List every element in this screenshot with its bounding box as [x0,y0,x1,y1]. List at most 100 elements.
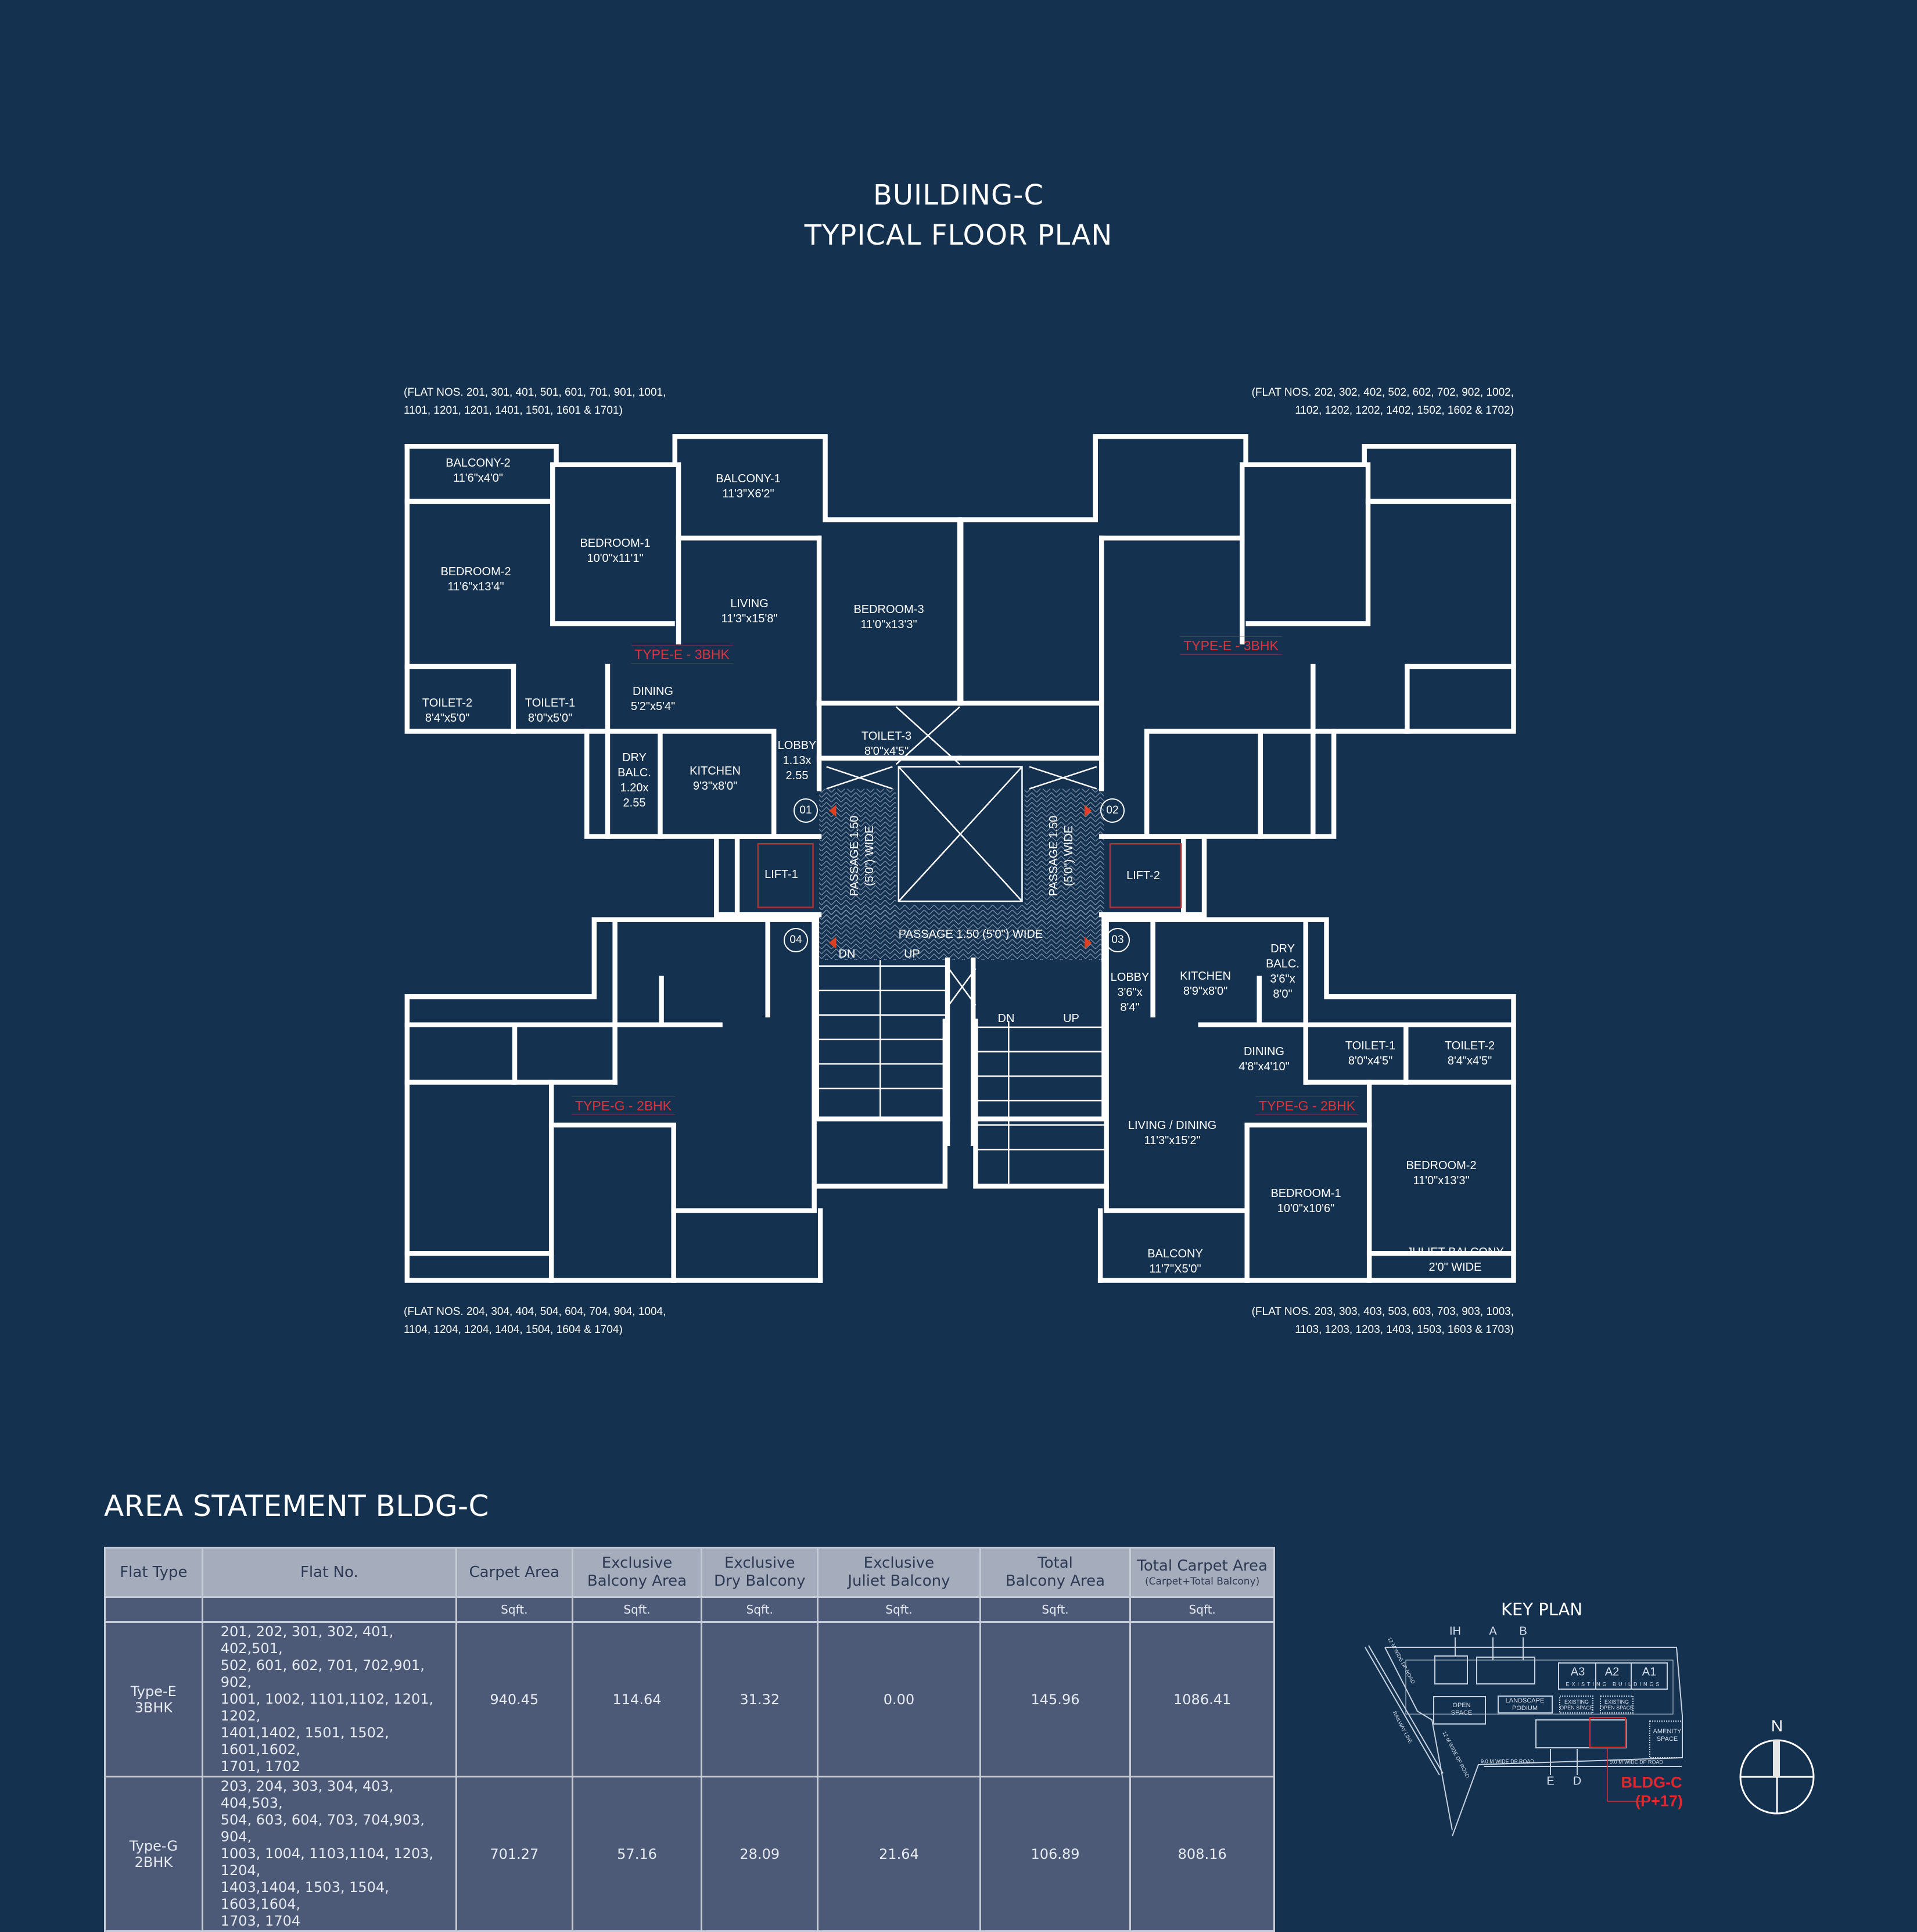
balcony-cell: 57.16 [571,1776,703,1932]
unit-cell: Sqft. [455,1596,573,1623]
marker-e: E [1546,1775,1555,1788]
room-name: BEDROOM-2 [1406,1159,1477,1172]
road-9m-2: 9.0 M WIDE DP ROAD [1610,1759,1663,1765]
balcony-cell: 114.64 [571,1621,703,1777]
plan-title-building: BUILDING-C [873,179,1044,212]
wall [812,1019,948,1189]
col-flat-type: Flat Type [104,1547,203,1598]
room-size: 2'0" WIDE [1428,1261,1482,1274]
lift-2-label: LIFT-2 [1126,869,1160,882]
bldg-c-floors: (P+17) [1635,1792,1683,1810]
room-name: BALCONY-1 [716,472,781,485]
room-label: BEDROOM-2 11'0"x13'3" [1406,1158,1476,1188]
total-carpet-cell: 808.16 [1129,1776,1275,1932]
room-size: 8'4"x5'0" [425,712,470,725]
wall [958,434,1516,706]
room-name: BEDROOM-1 [1270,1187,1341,1200]
juliet-cell: 21.64 [817,1776,981,1932]
room-size: 11'7"X5'0" [1149,1263,1201,1275]
existing-buildings-label: EXISTING BUILDINGS [1566,1681,1662,1687]
col-total-balcony: Total Balcony Area [979,1547,1132,1598]
room-name: TOILET-1 [525,697,576,709]
room-size: 3'6"x 8'0" [1270,973,1295,1001]
stair-direction-label: DN [997,1012,1015,1025]
room-size: 1.20x 2.55 [620,782,649,809]
wall [404,917,817,1283]
room-name: KITCHEN [690,765,741,777]
unit-cell: Sqft. [979,1596,1132,1623]
unit-type-label: TYPE-E - 3BHK [631,645,733,664]
north-compass [1739,1739,1815,1815]
total-balcony-cell: 106.89 [979,1776,1132,1932]
col-balcony-area: Exclusive Balcony Area [571,1547,703,1598]
room-size: 8'4"x4'5" [1447,1055,1492,1067]
room-size: 8'0"x4'5" [864,745,909,758]
room-size: 5'2"x5'4" [630,700,676,713]
road-9m-1: 9.0 M WIDE DP ROAD [1481,1758,1534,1765]
room-label: JULIET BALCONY 2'0" WIDE [1406,1245,1503,1275]
col-total-carpet-label: Total Carpet Area [1137,1557,1268,1575]
col-flat-no: Flat No. [201,1547,457,1598]
room-size: 11'6"x4'0" [453,472,503,485]
unit-cell: Sqft. [1129,1596,1275,1623]
unit-type-label: TYPE-G - 2BHK [1255,1096,1359,1115]
room-size: 11'6"x13'4" [447,580,504,593]
room-size: 10'0"x11'1" [587,552,644,565]
fixtures [757,706,1182,1187]
room-size: 10'0"x10'6" [1277,1202,1335,1215]
room-name: BEDROOM-3 [853,603,924,616]
carpet-cell: 701.27 [455,1776,573,1932]
flat-numbers-caption: (FLAT NOS. 202, 302, 402, 502, 602, 702,… [1251,386,1514,417]
unit-cell: Sqft. [701,1596,819,1623]
flat-door-number: 02 [1100,798,1125,823]
open-space: OPEN SPACE [1451,1702,1473,1716]
existing-open-space-1: EXISTING OPEN SPACE [1560,1699,1593,1711]
landscape-podium: LANDSCAPE PODIUM [1505,1697,1545,1712]
room-size: 11'0"x13'3" [1413,1174,1470,1187]
room-label: DRY BALC. 1.20x 2.55 [618,750,651,811]
unit-cell: Sqft. [571,1596,703,1623]
dry-cell: 31.32 [701,1621,819,1777]
room-name: TOILET-1 [1345,1040,1396,1052]
plan-title-floor: TYPICAL FLOOR PLAN [804,219,1113,252]
unit-type-label: TYPE-G - 2BHK [571,1096,676,1115]
room-size: 11'3"x15'8" [721,612,778,625]
wall [404,434,963,706]
stair-direction-label: UP [904,948,920,960]
marker-a: A [1489,1625,1497,1638]
room-name: DRY BALC. [1266,942,1299,970]
carpet-cell: 940.45 [455,1621,573,1777]
room-size: 11'3"x15'2" [1144,1134,1201,1147]
room-size: 11'3"X6'2" [722,488,774,500]
room-size: 8'9"x8'0" [1183,985,1228,998]
existing-a2: A2 [1604,1665,1620,1679]
wall [1101,834,1207,917]
room-name: LOBBY [777,739,817,752]
room-name: JULIET BALCONY [1406,1246,1504,1259]
passage-horizontal-label: PASSAGE 1.50 (5'0") WIDE [898,928,1043,941]
room-name: DRY BALC. [618,751,651,779]
room-name: BEDROOM-2 [440,565,511,578]
flat-door-number: 03 [1105,928,1130,952]
flat-type-cell: Type-G 2BHK [104,1776,203,1932]
room-name: DINING [1243,1045,1284,1058]
unit-type-label: TYPE-E - 3BHK [1180,636,1282,655]
unit-cell [201,1596,457,1623]
total-carpet-cell: 1086.41 [1129,1621,1275,1777]
table-row: Type-E 3BHK 201, 202, 301, 302, 401, 402… [104,1621,1275,1777]
table-header-row: Flat Type Flat No. Carpet Area Exclusive… [104,1547,1275,1598]
unit-row: Sqft. Sqft. Sqft. Sqft. Sqft. Sqft. [104,1596,1275,1623]
